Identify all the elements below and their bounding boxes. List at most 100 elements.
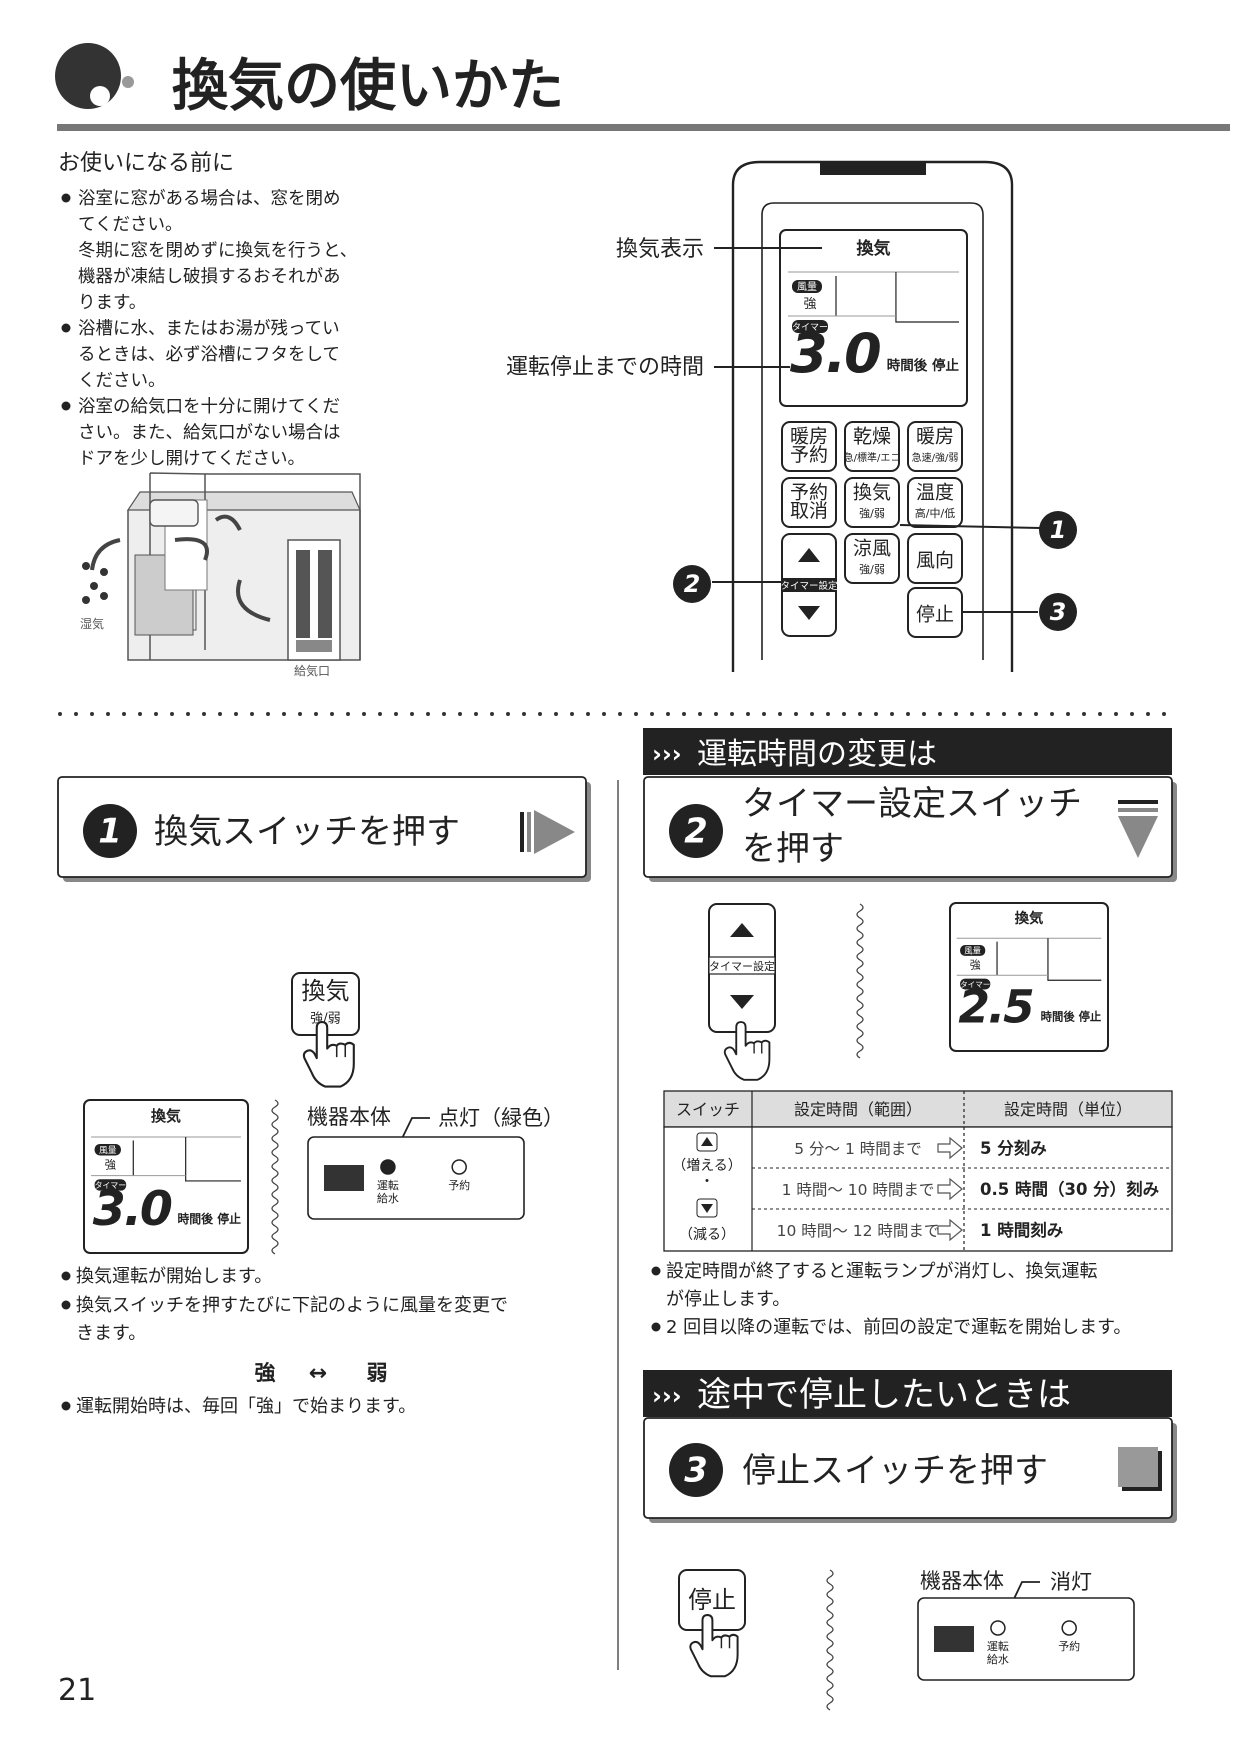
button-sublabel: 急/標準/エコ [844,451,901,464]
intro-text-line: ドアを少し開けてください。 [78,449,305,469]
separator-dot [506,712,510,716]
separator-dot [426,712,430,716]
step2-box [643,776,1173,878]
separator-dot [378,712,382,716]
badge-number: 1 [1050,516,1067,544]
separator-dot [58,712,62,716]
separator-dot [330,712,334,716]
direction-button[interactable]: 風向 [907,533,963,584]
separator-squiggle [271,1099,279,1255]
separator-dot [906,712,910,716]
timer-label-band [782,578,836,592]
lcd-timer-label: タイマー [960,980,990,989]
dry-button[interactable]: 乾燥急/標準/エコ [844,421,901,472]
vent-button[interactable]: 換気強/弱 [844,477,900,528]
step1-bullet: 運転開始時は、毎回「強」で始まります。 [76,1396,416,1417]
separator-dot [522,712,526,716]
section-banner [643,728,1172,775]
separator-dot [186,712,190,716]
step2-number: 2 [669,804,723,858]
button-frame [907,533,963,584]
lamp-reserve-label: 予約 [448,1178,470,1192]
lcd-fan-badge [792,280,822,293]
cool-button[interactable]: 涼風強/弱 [844,533,900,584]
separator-dot [570,712,574,716]
separator-dot [106,712,110,716]
step1-vent-button[interactable]: 換気強/弱 [291,972,360,1036]
separator-dot [954,712,958,716]
marker-2: 2 [673,565,711,603]
separator-dot [842,712,846,716]
temp-button[interactable]: 温度高/中/低 [907,477,963,528]
marker-line-1 [899,524,1041,529]
lcd-fan-label: 風量 [797,281,817,293]
separator-dot [1034,712,1038,716]
table-range-cell: 1 時間〜 10 時間まで [782,1181,935,1199]
separator-squiggle [856,903,864,1059]
unit-title: 機器本体 [307,1105,391,1129]
lcd-timer-badge [94,1179,127,1191]
step1-bullet: きます。 [76,1323,146,1344]
step2-bullet: 設定時間が終了すると運転ランプが消灯し、換気運転 [666,1261,1097,1282]
separator-dot [650,712,654,716]
timer-set-label: タイマー設定 [780,580,838,592]
badge-circle [669,804,723,858]
switch-up-label: （増える） [672,1158,742,1174]
button-frame [844,477,900,528]
unit-display-block [934,1626,974,1652]
step2-bullet: 2 回目以降の運転では、前回の設定で運転を開始します。 [666,1317,1131,1338]
button-label: 停止 [916,604,954,626]
timer-table: スイッチ設定時間（範囲）設定時間（単位）（増える）・（減る）5 分〜 1 時間ま… [663,1090,1173,1252]
lamp-run-icon [990,1620,1006,1636]
lcd-fan-value: 強 [803,297,816,312]
step3-stop-button[interactable]: 停止 [678,1569,746,1631]
button-frame [781,477,837,528]
button-frame [844,533,900,584]
lcd-timer-label: タイマー [95,1181,127,1190]
separator-dot [586,712,590,716]
stop-button[interactable]: 停止 [907,587,963,638]
separator-dot [698,712,702,716]
timer-set-label: タイマー設定 [709,959,775,973]
timer-up-button[interactable]: タイマー設定 [780,533,838,637]
button-label: 換気 [853,482,891,504]
bullet-dot [61,193,71,203]
button-frame [907,421,963,472]
separator-dot [666,712,670,716]
separator-dot [986,712,990,716]
step1-label: 換気スイッチを押す [154,812,460,852]
lamp-reserve-icon [1061,1620,1077,1636]
separator-dot [778,712,782,716]
timer-down-icon [730,995,754,1009]
separator-dot [1066,712,1070,716]
separator-dot [218,712,222,716]
table-header-switch: スイッチ [676,1100,740,1119]
separator-dot [730,712,734,716]
button-label: 暖房 [790,426,828,448]
separator-dot [362,712,366,716]
step3-section-title: 途中で停止したいときは [697,1375,1071,1415]
moisture-dot [82,596,90,604]
step2-timer-button[interactable]: タイマー設定 [708,903,776,1033]
intro-text-line: ください。 [78,371,166,391]
toggle-left: 強 [255,1361,276,1385]
illus-inlet-grille [296,640,332,652]
lamp-run-label: 運転 [987,1640,1009,1653]
table-header-row [663,1090,1173,1128]
separator-dot [234,712,238,716]
header-bullet-icon [55,43,121,109]
separator-dot [858,712,862,716]
separator-dot [474,712,478,716]
banner-chevrons-icon: ››› [652,740,682,768]
table-range-cell: 10 時間〜 12 時間まで [777,1222,940,1240]
lcd-timer-badge [792,320,828,333]
header-rule [57,124,1230,131]
switch-dot: ・ [700,1174,714,1190]
